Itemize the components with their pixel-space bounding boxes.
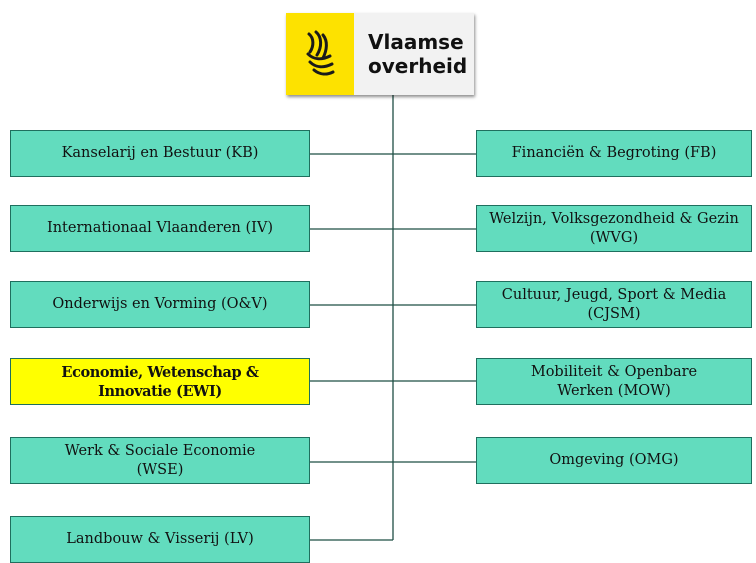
dept-label: Werk & Sociale Economie (WSE): [64, 442, 256, 478]
dept-label: Welzijn, Volksgezondheid & Gezin (WVG): [489, 210, 739, 246]
dept-label: Cultuur, Jeugd, Sport & Media (CJSM): [501, 286, 727, 322]
vlaamse-overheid-logo: Vlaamse overheid: [286, 13, 474, 95]
dept-wse: Werk & Sociale Economie (WSE): [10, 437, 310, 484]
dept-label: Onderwijs en Vorming (O&V): [52, 296, 268, 312]
dept-label: Internationaal Vlaanderen (IV): [46, 220, 274, 236]
flemish-lion-icon: [306, 30, 335, 76]
dept-cjsm: Cultuur, Jeugd, Sport & Media (CJSM): [476, 281, 752, 328]
dept-omg: Omgeving (OMG): [476, 437, 752, 484]
dept-wvg: Welzijn, Volksgezondheid & Gezin (WVG): [476, 205, 752, 252]
dept-label: Landbouw & Visserij (LV): [66, 531, 254, 547]
dept-iv: Internationaal Vlaanderen (IV): [10, 205, 310, 252]
dept-fb: Financiën & Begroting (FB): [476, 130, 752, 177]
dept-kb: Kanselarij en Bestuur (KB): [10, 130, 310, 177]
logo-line-2: overheid: [368, 54, 468, 78]
dept-lv: Landbouw & Visserij (LV): [10, 516, 310, 563]
dept-ov: Onderwijs en Vorming (O&V): [10, 281, 310, 328]
dept-label: Economie, Wetenschap & Innovatie (EWI): [61, 363, 259, 400]
logo-emblem: [286, 13, 354, 95]
logo-wordmark: Vlaamse overheid: [354, 13, 474, 95]
dept-label: Omgeving (OMG): [549, 452, 679, 468]
dept-label: Kanselarij en Bestuur (KB): [61, 145, 259, 161]
dept-label: Financiën & Begroting (FB): [511, 145, 717, 161]
dept-ewi-highlighted: Economie, Wetenschap & Innovatie (EWI): [10, 358, 310, 405]
dept-label: Mobiliteit & Openbare Werken (MOW): [530, 363, 698, 399]
logo-line-1: Vlaamse: [368, 30, 464, 54]
dept-mow: Mobiliteit & Openbare Werken (MOW): [476, 358, 752, 405]
